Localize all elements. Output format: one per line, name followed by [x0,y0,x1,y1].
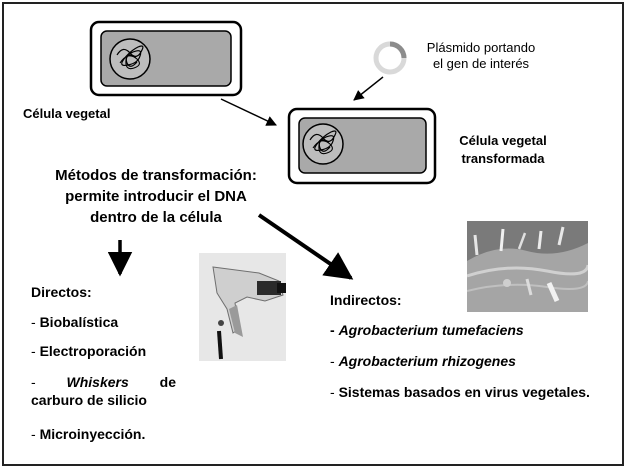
slide-frame [2,2,624,466]
plasmid-icon [373,41,407,75]
indirect-item-virus: - Sistemas basados en virus vegetales. [330,384,590,400]
indirect-heading: Indirectos: [330,292,402,308]
arrow-cell-to-transformed [220,98,277,126]
plant-cell-label: Célula vegetal [23,106,111,121]
direct-item-microinyeccion: - Microinyección. [31,426,146,442]
arrow-to-indirect [257,213,354,280]
direct-item-whiskers: - Whiskers de carburo de silicio [31,374,176,408]
plant-cell [89,20,243,97]
transformed-cell-label: Célula vegetal transformada [459,133,547,166]
plasmid-label: Plásmido portando el gen de interés [426,40,536,71]
direct-item-biobalistica: - Biobalística [31,314,119,330]
gene-gun-image [199,253,286,361]
transformed-plant-cell [287,107,437,185]
arrow-plasmid-to-transformed [353,76,384,101]
direct-item-electroporacion: - Electroporación [31,343,147,359]
indirect-item-tumefaciens: - Agrobacterium tumefaciens [330,322,524,338]
direct-heading: Directos: [31,284,92,300]
methods-heading: Métodos de transformación: permite intro… [55,167,257,226]
microscopy-image [467,221,588,312]
indirect-item-rhizogenes: - Agrobacterium rhizogenes [330,353,516,369]
